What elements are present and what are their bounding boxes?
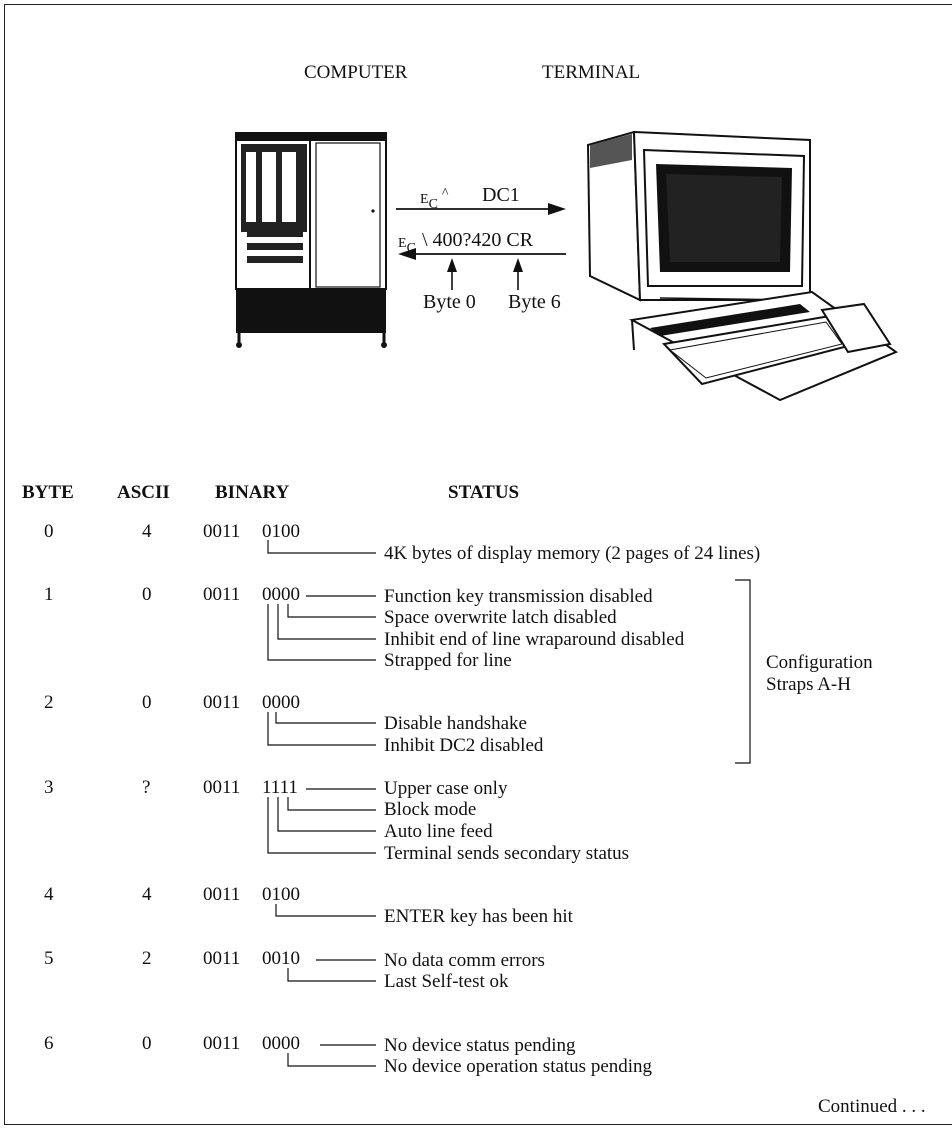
byte-value: 3 (44, 777, 54, 799)
binary-high-nibble: 0011 (203, 521, 240, 543)
byte-value: 6 (44, 1033, 54, 1055)
binary-low-nibble: 0000 (262, 1033, 300, 1055)
status-text: Space overwrite latch disabled (384, 607, 617, 629)
byte-value: 4 (44, 884, 54, 906)
status-text: ENTER key has been hit (384, 906, 573, 928)
continued-note: Continued . . . (818, 1096, 926, 1118)
binary-high-nibble: 0011 (203, 777, 240, 799)
status-text: Auto line feed (384, 821, 493, 843)
status-text: Strapped for line (384, 650, 512, 672)
status-text: Upper case only (384, 778, 507, 800)
ascii-value: 2 (142, 948, 152, 970)
status-text: No data comm errors (384, 950, 545, 972)
binary-low-nibble: 0100 (262, 521, 300, 543)
binary-low-nibble: 0000 (262, 692, 300, 714)
byte-value: 0 (44, 521, 54, 543)
byte-value: 1 (44, 584, 54, 606)
byte-value: 5 (44, 948, 54, 970)
byte-value: 2 (44, 692, 54, 714)
binary-low-nibble: 0000 (262, 584, 300, 606)
status-text: No device operation status pending (384, 1056, 652, 1078)
status-text: Inhibit end of line wraparound disabled (384, 629, 684, 651)
status-text: Disable handshake (384, 713, 527, 735)
status-text: Terminal sends secondary status (384, 843, 629, 865)
binary-high-nibble: 0011 (203, 692, 240, 714)
status-text: Block mode (384, 799, 476, 821)
bracket-label-line2: Straps A-H (766, 674, 851, 696)
binary-low-nibble: 0100 (262, 884, 300, 906)
status-text: 4K bytes of display memory (2 pages of 2… (384, 543, 760, 565)
ascii-value: 4 (142, 884, 152, 906)
binary-low-nibble: 1111 (262, 777, 298, 799)
status-text: Last Self-test ok (384, 971, 509, 993)
status-text: No device status pending (384, 1035, 576, 1057)
status-text: Inhibit DC2 disabled (384, 735, 543, 757)
binary-high-nibble: 0011 (203, 1033, 240, 1055)
binary-high-nibble: 0011 (203, 884, 240, 906)
bracket-label-line1: Configuration (766, 652, 873, 674)
binary-low-nibble: 0010 (262, 948, 300, 970)
ascii-value: ? (142, 777, 150, 799)
binary-high-nibble: 0011 (203, 584, 240, 606)
status-text: Function key transmission disabled (384, 586, 653, 608)
ascii-value: 0 (142, 692, 152, 714)
ascii-value: 0 (142, 1033, 152, 1055)
binary-high-nibble: 0011 (203, 948, 240, 970)
ascii-value: 0 (142, 584, 152, 606)
ascii-value: 4 (142, 521, 152, 543)
